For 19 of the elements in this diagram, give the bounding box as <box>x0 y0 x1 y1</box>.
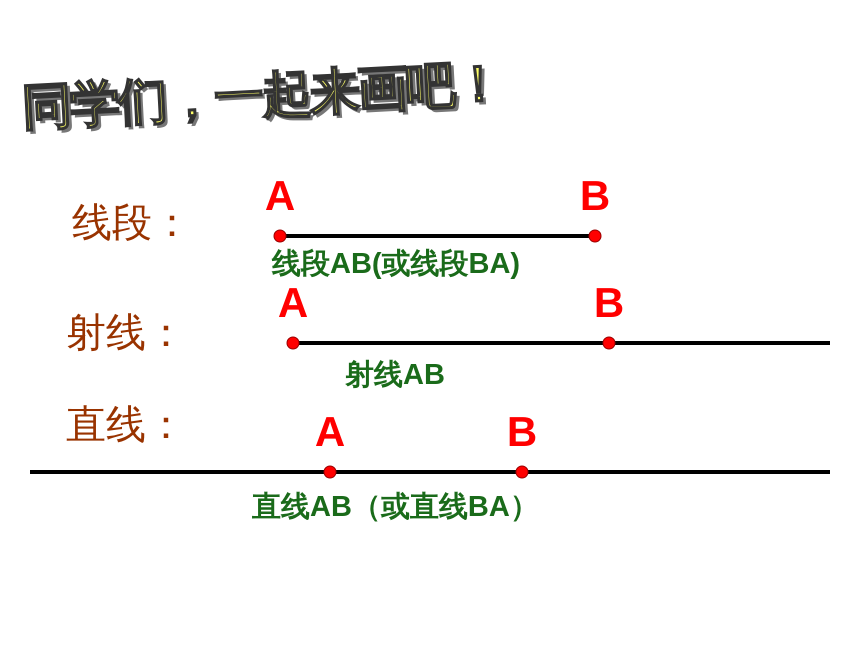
row-label: 线段： <box>72 199 192 248</box>
point-label: A <box>264 173 296 219</box>
point-label: B <box>578 173 612 219</box>
caption-text: 射线AB <box>345 358 445 393</box>
line <box>30 470 324 474</box>
point-label: A <box>276 280 310 326</box>
point-label: B <box>592 280 626 326</box>
row-label: 直线： <box>66 401 186 450</box>
line <box>299 341 603 345</box>
title-text: 同学们，一起来画吧！ <box>20 52 504 139</box>
line <box>528 470 830 474</box>
row-label: 射线： <box>66 309 186 358</box>
caption-text: 线段AB(或线段BA) <box>272 247 520 282</box>
point-label: A <box>314 409 346 455</box>
line <box>615 341 830 345</box>
line <box>336 470 516 474</box>
point-label: B <box>506 409 538 455</box>
caption-text: 直线AB（或直线BA） <box>252 490 539 525</box>
line <box>286 234 589 238</box>
